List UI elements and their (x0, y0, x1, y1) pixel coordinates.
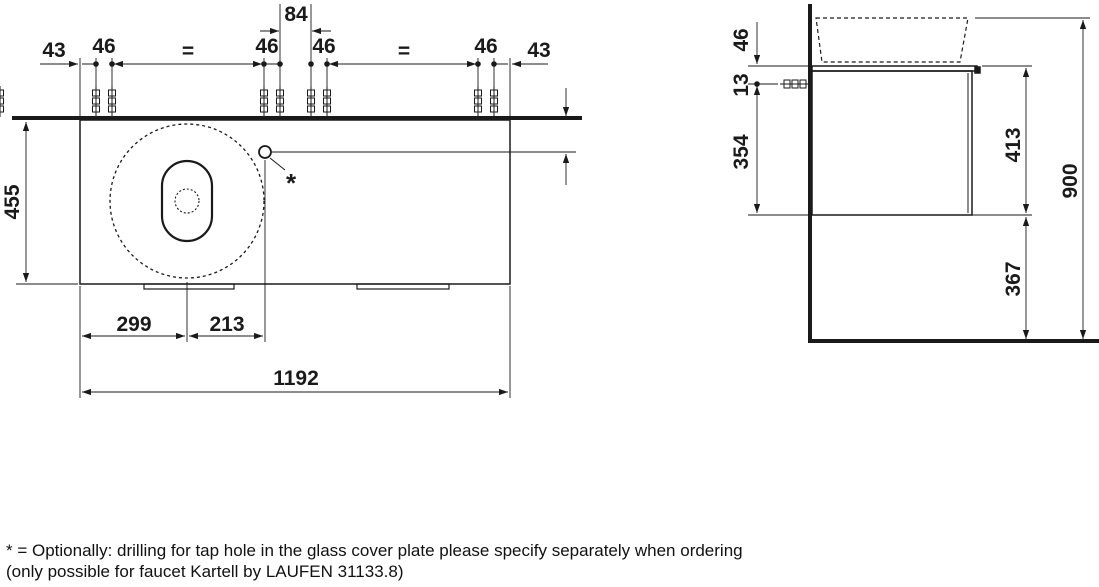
label-total-height: 900 (1059, 163, 1082, 198)
label-floor-clearance: 367 (1002, 261, 1025, 296)
label-tap-offset: 213 (209, 313, 244, 336)
side-view (748, 4, 1099, 343)
label-top-thickness: 13 (730, 73, 753, 96)
label-side-gap-right: 43 (527, 39, 550, 62)
side-cabinet (811, 70, 973, 216)
side-wall-bolt (780, 79, 810, 89)
side-extension-lines (748, 17, 1090, 216)
foot-left (143, 283, 235, 290)
front-view-labels: 43 46 = 46 84 46 = 46 43 455 299 213 119… (1, 3, 551, 390)
label-basin-offset: 299 (116, 313, 151, 336)
label-height: 455 (1, 184, 24, 219)
side-top-clip (974, 66, 981, 74)
bottom-dimensions (79, 160, 511, 398)
label-side-gap-left: 43 (42, 39, 65, 62)
side-view-labels: 46 13 354 413 367 900 (730, 28, 1082, 296)
tap-leader (269, 157, 286, 171)
label-top-above: 46 (730, 28, 753, 51)
footnote-line-2: (only possible for faucet Kartell by LAU… (6, 562, 404, 581)
label-holder-spacing-2: 46 (255, 35, 278, 58)
label-total-width: 1192 (273, 367, 319, 390)
side-dimension-lines (753, 20, 1087, 339)
label-equal-2: = (398, 40, 410, 63)
basin-outline (109, 123, 265, 279)
label-equal-1: = (182, 40, 194, 63)
top-dimension-dots (93, 61, 497, 67)
side-basin-outline (815, 17, 969, 63)
front-view (0, 4, 582, 398)
tap-depth-dimension (272, 88, 576, 185)
label-holder-spacing-1: 46 (92, 35, 115, 58)
footnote-line-1: * = Optionally: drilling for tap hole in… (6, 541, 743, 560)
label-holder-spacing-3: 46 (312, 35, 335, 58)
foot-right (356, 283, 450, 290)
height-dimension (16, 122, 78, 285)
basin-oval (160, 159, 214, 243)
wall-bolts (0, 85, 498, 118)
label-holder-spacing-4: 46 (474, 35, 497, 58)
label-upper-height: 354 (730, 134, 753, 169)
tap-hole (258, 145, 272, 159)
cabinet-body (79, 119, 511, 285)
label-drawer-height: 413 (1002, 127, 1025, 162)
label-center-spacing: 84 (284, 3, 308, 26)
top-dimension-line (40, 27, 548, 68)
tap-hole-marker: * (286, 168, 297, 198)
top-extension-lines (79, 4, 511, 116)
drain-outline (174, 188, 200, 214)
